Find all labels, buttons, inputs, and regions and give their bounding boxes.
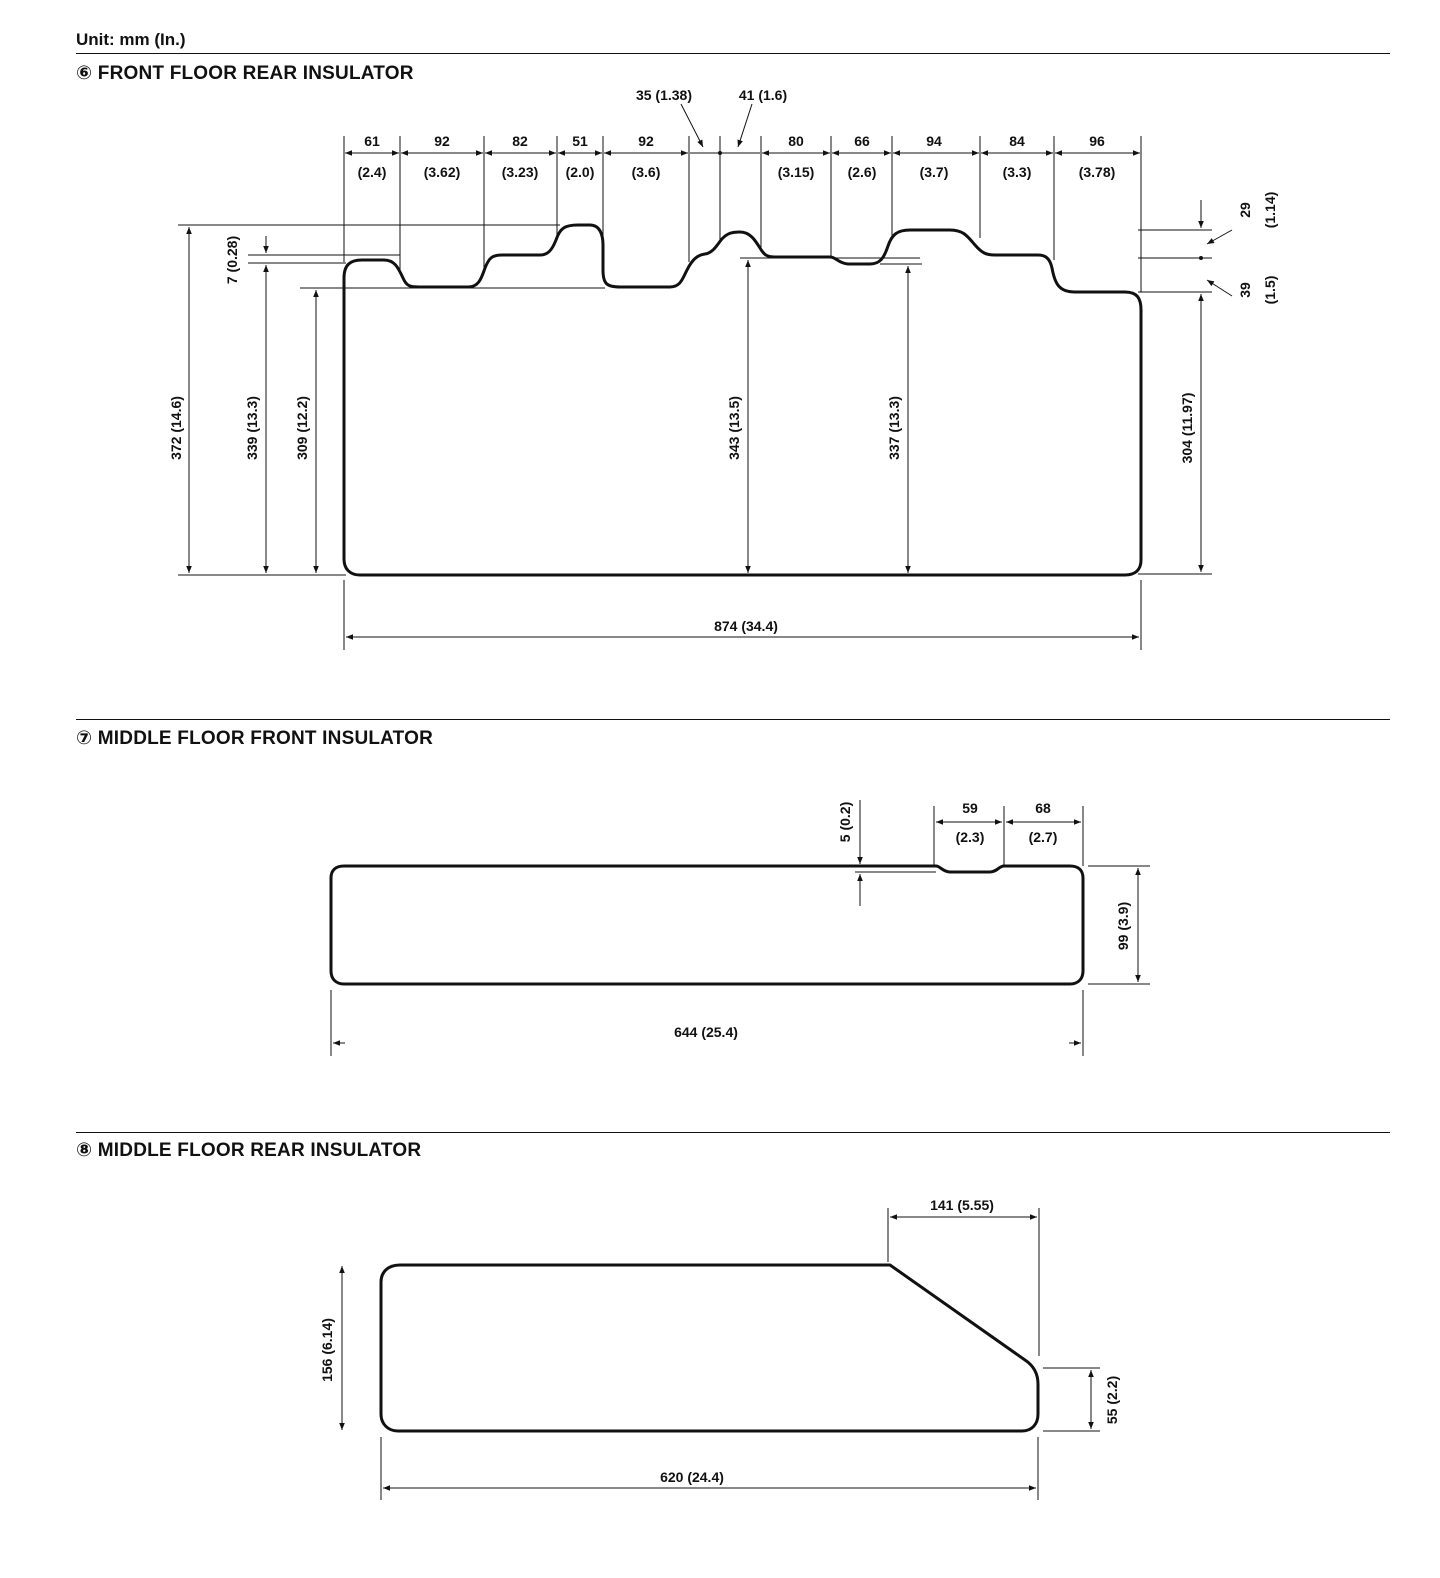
dim-51-in: (2.0) [566,164,595,180]
dim-141: 141 (5.55) [930,1197,994,1213]
dim-29-in: (1.14) [1262,192,1278,229]
callout-41: 41 (1.6) [739,87,787,103]
dim-82-mm: 82 [512,133,528,149]
dim-61-mm: 61 [364,133,380,149]
section-number: ⑧ [76,1140,93,1161]
dim-39-mm: 39 [1237,282,1253,298]
dim-92b-in: (3.6) [632,164,661,180]
dim-39-in: (1.5) [1262,276,1278,305]
dim-337: 337 (13.3) [886,396,902,460]
dim-156: 156 (6.14) [319,1318,335,1382]
section-title-text: MIDDLE FLOOR REAR INSULATOR [97,1140,422,1161]
dim-874: 874 (34.4) [714,618,778,634]
dim-309: 309 (12.2) [294,396,310,460]
dim-66-mm: 66 [854,133,870,149]
dim-644: 644 (25.4) [674,1024,738,1040]
dim-66-in: (2.6) [848,164,877,180]
callout-35: 35 (1.38) [636,87,692,103]
unit-label: Unit: mm (In.) [76,30,186,49]
dim-343: 343 (13.5) [726,396,742,460]
dim-55: 55 (2.2) [1104,1376,1120,1424]
section-title-front-floor-rear: ⑥ FRONT FLOOR REAR INSULATOR [76,62,414,85]
section-rule [76,1132,1390,1133]
dim-80-mm: 80 [788,133,804,149]
dim-82-in: (3.23) [502,164,539,180]
section-number: ⑦ [76,728,93,749]
dim-7: 7 (0.28) [224,236,240,284]
dim-51-mm: 51 [572,133,588,149]
section-title-text: FRONT FLOOR REAR INSULATOR [97,63,414,84]
section-title-middle-floor-rear: ⑧ MIDDLE FLOOR REAR INSULATOR [76,1139,421,1162]
section-rule [76,719,1390,720]
front-floor-rear-outline [342,223,1143,577]
header-rule [76,53,1390,54]
dim-68-in: (2.7) [1029,829,1058,845]
dim-92-mm: 92 [434,133,450,149]
middle-floor-front-outline [329,864,1085,986]
dim-339: 339 (13.3) [244,396,260,460]
dim-92-in: (3.62) [424,164,461,180]
dim-304: 304 (11.97) [1179,393,1195,464]
dim-84-mm: 84 [1009,133,1025,149]
section-number: ⑥ [76,63,93,84]
dim-96-mm: 96 [1089,133,1105,149]
dim-94-in: (3.7) [920,164,949,180]
section-title-text: MIDDLE FLOOR FRONT INSULATOR [97,728,434,749]
dim-5: 5 (0.2) [837,802,853,842]
dim-68-mm: 68 [1035,800,1051,816]
dim-84-in: (3.3) [1003,164,1032,180]
dim-59-in: (2.3) [956,829,985,845]
dim-61-in: (2.4) [358,164,387,180]
dim-620: 620 (24.4) [660,1469,724,1485]
dim-29-mm: 29 [1237,202,1253,218]
dim-372: 372 (14.6) [168,396,184,460]
section-title-middle-floor-front: ⑦ MIDDLE FLOOR FRONT INSULATOR [76,727,433,750]
front-floor-rear-drawing: 61 (2.4) 92 (3.62) 82 (3.23) 51 (2.0) 92… [168,87,1278,650]
dim-80-in: (3.15) [778,164,815,180]
middle-floor-rear-drawing: 141 (5.55) 156 (6.14) 55 (2.2) 620 (24.4… [319,1197,1120,1500]
middle-floor-rear-outline [379,1263,1040,1433]
dim-94-mm: 94 [926,133,942,149]
middle-floor-front-drawing: 59 (2.3) 68 (2.7) 5 (0.2) 99 (3.9) 644 (… [329,800,1150,1056]
dim-99: 99 (3.9) [1115,902,1131,950]
dim-96-in: (3.78) [1079,164,1116,180]
dim-59-mm: 59 [962,800,978,816]
dim-92b-mm: 92 [638,133,654,149]
